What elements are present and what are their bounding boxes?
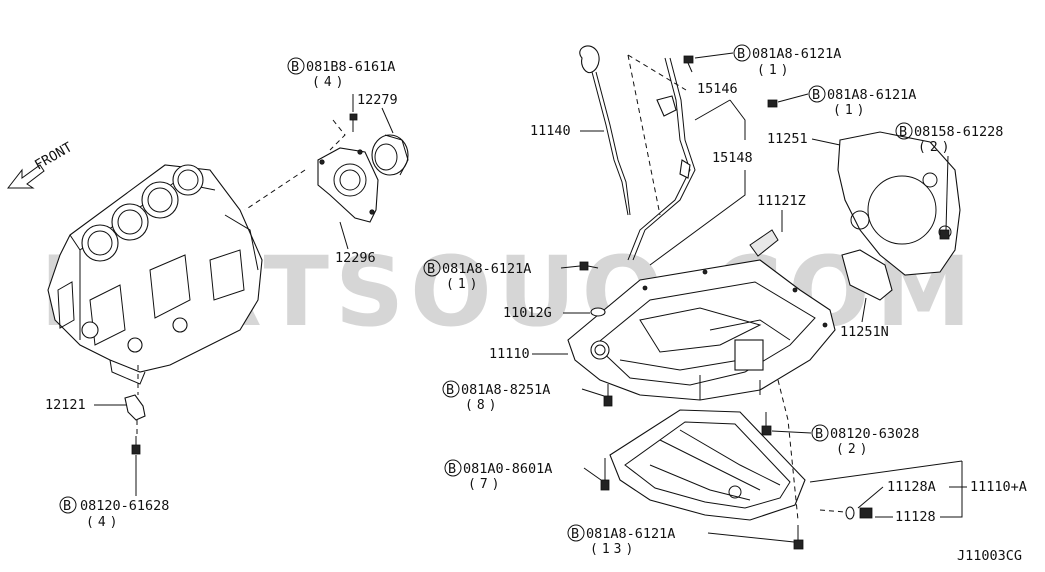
oil-level-gauge-guide bbox=[627, 57, 696, 261]
svg-text:B: B bbox=[448, 461, 456, 477]
label-12296: 12296 bbox=[335, 250, 376, 266]
oil-pan-bolt-8601a bbox=[600, 458, 610, 491]
bolt-callout-081a0-8601a: B 081A0-8601A (7) bbox=[444, 459, 602, 492]
svg-text:081A8-6121A: 081A8-6121A bbox=[827, 87, 916, 103]
svg-text:(2): (2) bbox=[918, 140, 953, 155]
svg-text:081A8-6121A: 081A8-6121A bbox=[752, 46, 841, 62]
bolt-callout-081a8-8251a: B 081A8-8251A (8) bbox=[442, 380, 605, 413]
label-11251: 11251 bbox=[767, 131, 808, 147]
svg-text:B: B bbox=[899, 124, 907, 140]
retainer-bolt bbox=[349, 113, 358, 132]
front-label: FRONT bbox=[32, 139, 75, 173]
svg-text:(2): (2) bbox=[836, 442, 871, 457]
label-11121z: 11121Z bbox=[757, 193, 806, 209]
label-11110: 11110 bbox=[489, 346, 530, 362]
label-12121: 12121 bbox=[45, 397, 86, 413]
svg-text:081A8-6121A: 081A8-6121A bbox=[586, 526, 675, 542]
label-11140: 11140 bbox=[530, 123, 571, 139]
rear-plate-bolt bbox=[939, 229, 950, 240]
svg-text:B: B bbox=[737, 46, 745, 62]
oil-pan-baffle bbox=[749, 229, 779, 257]
svg-text:B: B bbox=[427, 261, 435, 277]
diagram-code: J11003CG bbox=[957, 548, 1022, 564]
rear-oil-seal-retainer bbox=[317, 147, 379, 223]
svg-text:08120-63028: 08120-63028 bbox=[830, 426, 919, 442]
rear-plate bbox=[837, 131, 961, 276]
bolt-callout-08158-61228: B 08158-61228 (2) bbox=[895, 122, 1003, 231]
front-direction-arrow: FRONT bbox=[6, 139, 75, 189]
guide-bolt-top bbox=[683, 55, 694, 73]
bolt-callout-08120-61628: B 08120-61628 (4) bbox=[59, 455, 169, 530]
svg-text:(13): (13) bbox=[590, 542, 637, 557]
oil-pan-bolt-63028 bbox=[761, 412, 772, 436]
drain-plug-washer bbox=[845, 506, 855, 520]
oil-pan-bolt-8251a bbox=[603, 384, 613, 407]
svg-text:(7): (7) bbox=[468, 477, 503, 492]
bolt-callout-081a8-6121a-bottom: B 081A8-6121A (13) bbox=[567, 524, 795, 557]
svg-text:B: B bbox=[812, 87, 820, 103]
bolt-callout-081a8-6121a-left: B 081A8-6121A (1) bbox=[423, 259, 581, 292]
label-12279: 12279 bbox=[357, 92, 398, 108]
guide-bolt-mid bbox=[767, 99, 778, 108]
cylinder-block-bracket bbox=[124, 394, 146, 421]
svg-text:(4): (4) bbox=[86, 515, 121, 530]
bracket-bolt bbox=[131, 436, 141, 455]
oil-pan-upper bbox=[567, 259, 836, 401]
svg-text:B: B bbox=[571, 526, 579, 542]
oil-pan-bolt-bottom bbox=[793, 525, 804, 550]
rear-plate-cover bbox=[841, 249, 893, 301]
label-11110-plus-a: 11110+A bbox=[970, 479, 1027, 495]
svg-text:(1): (1) bbox=[757, 63, 792, 78]
label-11251n: 11251N bbox=[840, 324, 889, 340]
bolt-callout-081a8-6121a-mid: B 081A8-6121A (1) bbox=[777, 85, 916, 118]
cylinder-block bbox=[47, 164, 263, 385]
oil-pan-lower bbox=[609, 409, 806, 521]
svg-text:B: B bbox=[291, 59, 299, 75]
svg-text:B: B bbox=[815, 426, 823, 442]
svg-text:081A8-8251A: 081A8-8251A bbox=[461, 382, 550, 398]
svg-text:(4): (4) bbox=[312, 75, 347, 90]
bolt-callout-081b8-6161a: B 081B8-6161A (4) bbox=[287, 57, 395, 112]
label-15148: 15148 bbox=[712, 150, 753, 166]
svg-text:08158-61228: 08158-61228 bbox=[914, 124, 1003, 140]
svg-text:(1): (1) bbox=[446, 277, 481, 292]
oil-level-gauge bbox=[579, 45, 631, 216]
svg-text:081B8-6161A: 081B8-6161A bbox=[306, 59, 395, 75]
svg-text:(8): (8) bbox=[465, 398, 500, 413]
drain-plug bbox=[859, 507, 873, 519]
label-11012g: 11012G bbox=[503, 305, 552, 321]
label-11128a: 11128A bbox=[887, 479, 936, 495]
svg-text:B: B bbox=[63, 498, 71, 514]
bolt-callout-08120-63028: B 08120-63028 (2) bbox=[771, 424, 919, 457]
svg-text:081A0-8601A: 081A0-8601A bbox=[463, 461, 552, 477]
svg-text:B: B bbox=[446, 382, 454, 398]
svg-text:08120-61628: 08120-61628 bbox=[80, 498, 169, 514]
rear-oil-seal bbox=[371, 134, 409, 176]
svg-text:(1): (1) bbox=[833, 103, 868, 118]
label-15146: 15146 bbox=[697, 81, 738, 97]
label-11128: 11128 bbox=[895, 509, 936, 525]
bolt-callout-081a8-6121a-top: B 081A8-6121A (1) bbox=[694, 44, 841, 78]
o-ring bbox=[590, 307, 606, 317]
svg-text:081A8-6121A: 081A8-6121A bbox=[442, 261, 531, 277]
